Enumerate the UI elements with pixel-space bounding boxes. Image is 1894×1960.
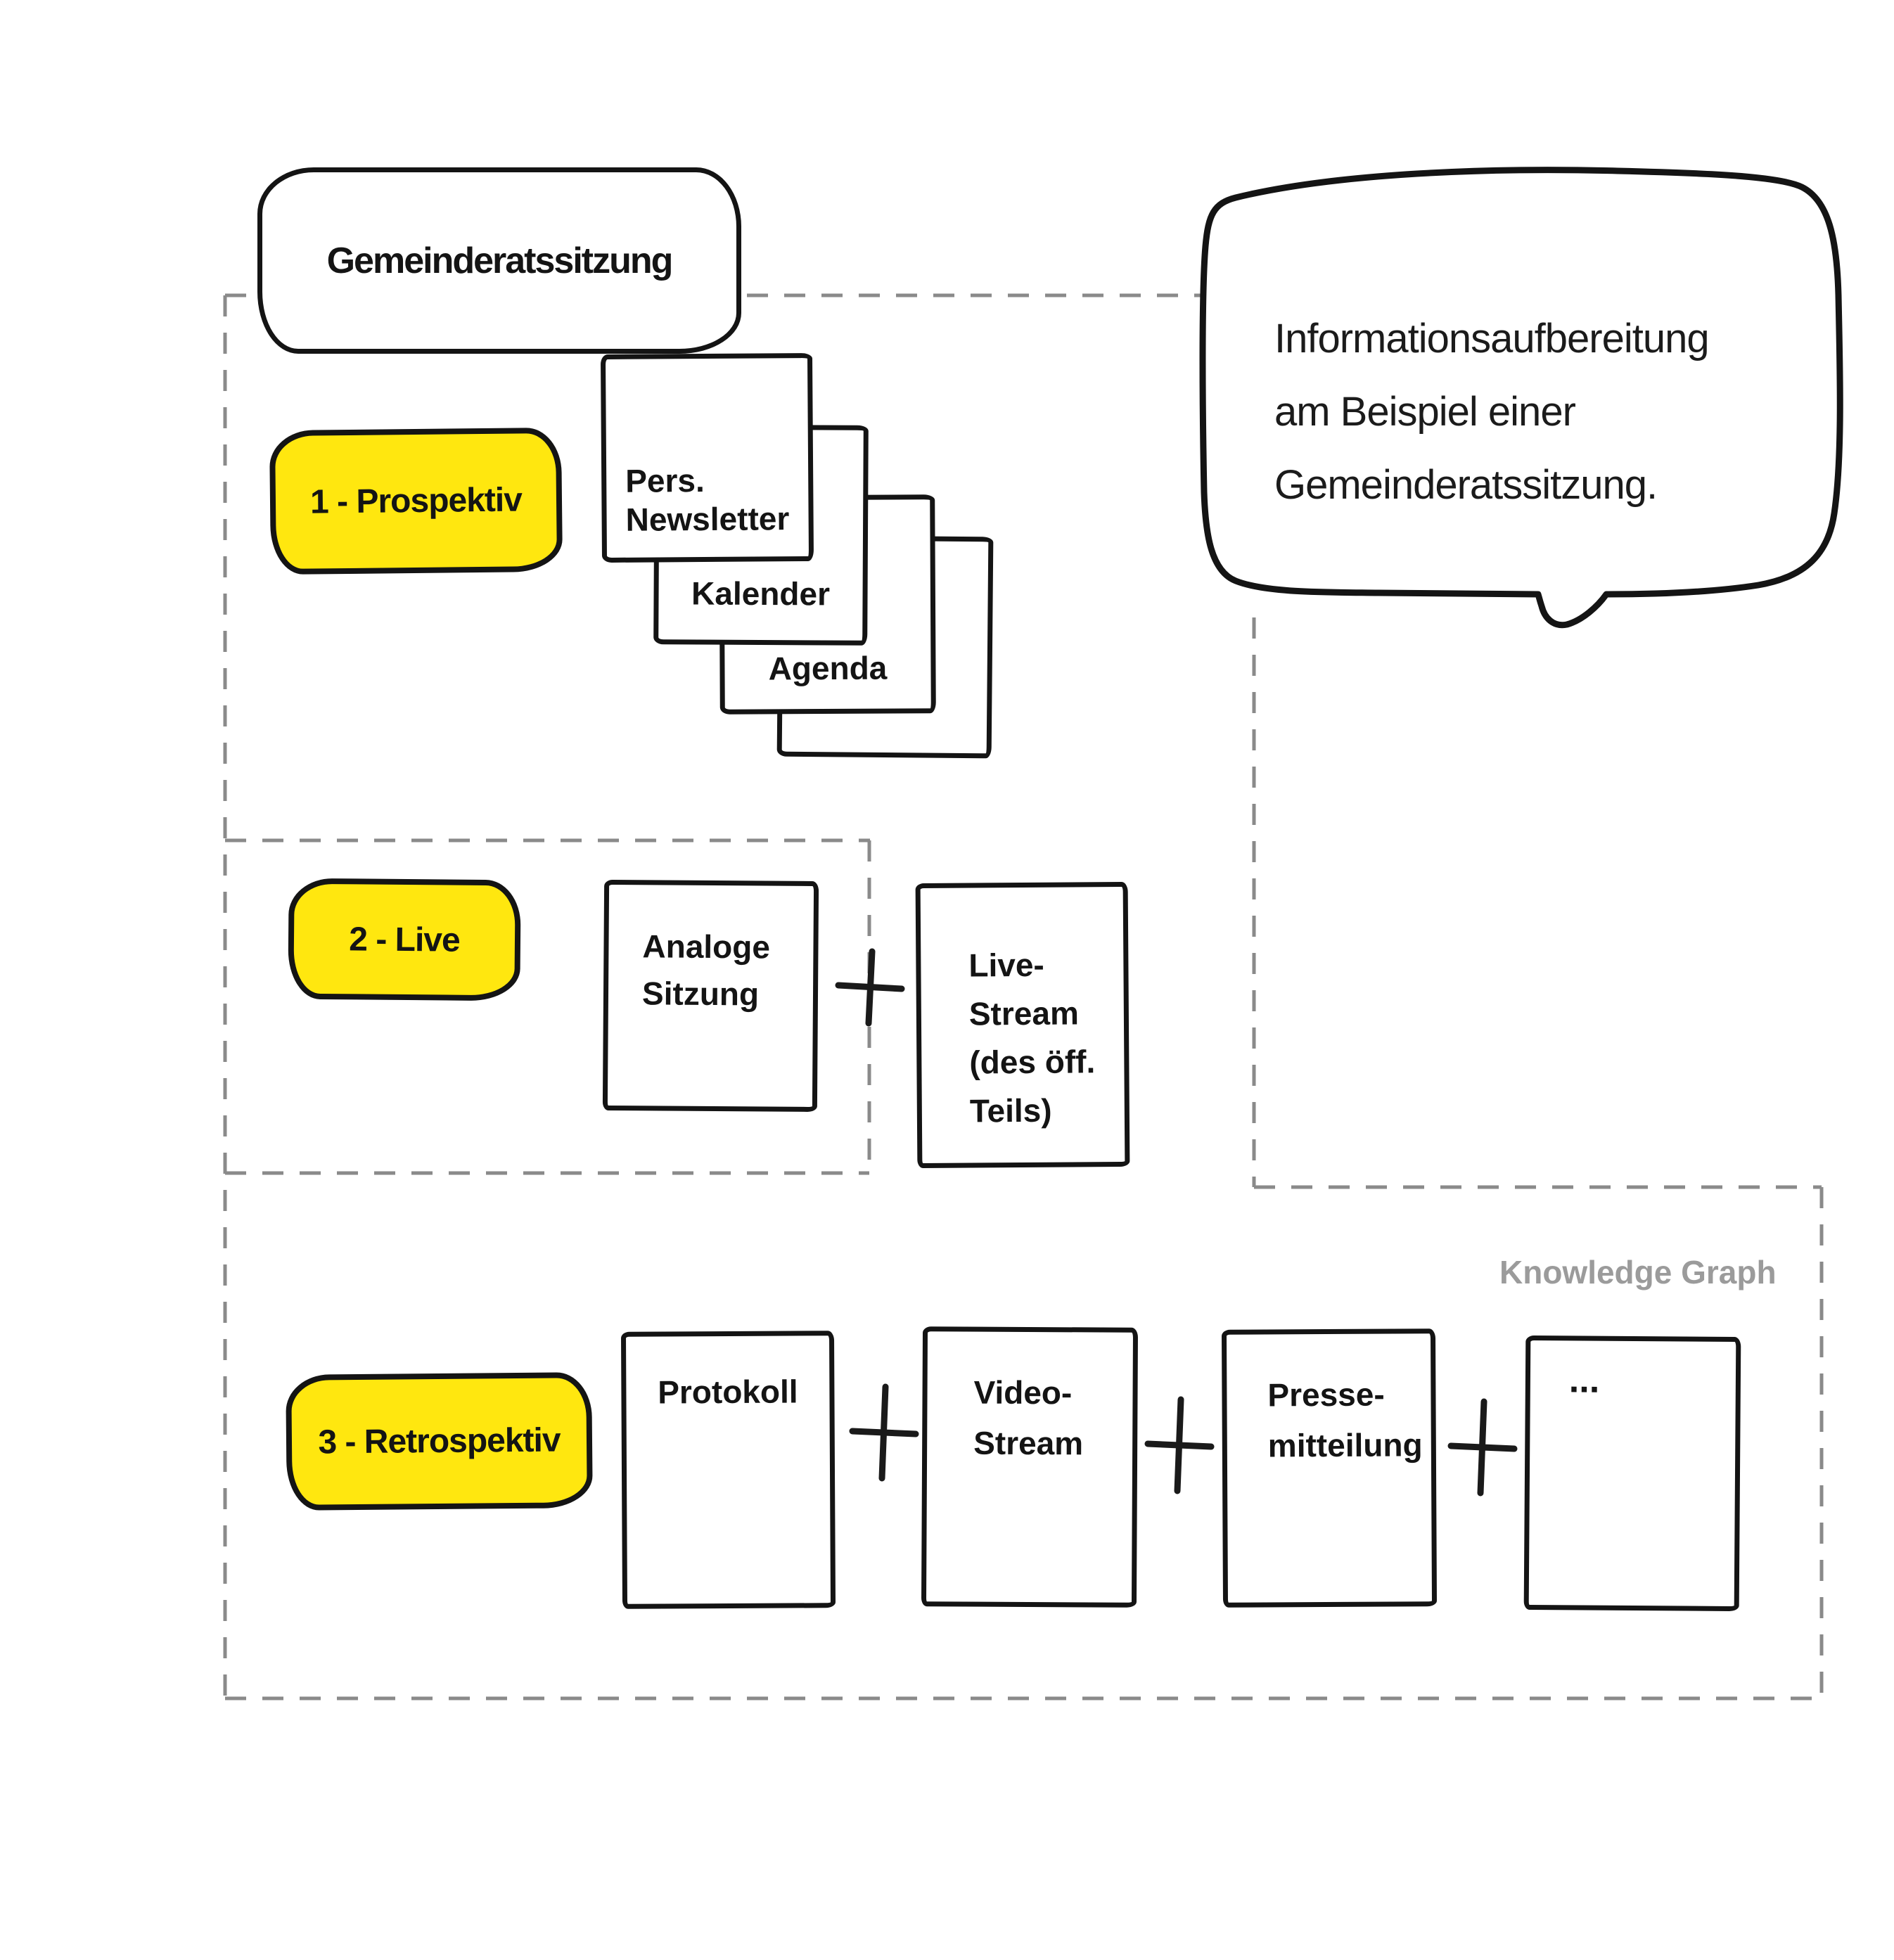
box-video-stream: Video- Stream: [921, 1326, 1139, 1608]
card-pers-newsletter: Pers. Newsletter: [600, 352, 814, 563]
box-analoge-sitzung: Analoge Sitzung: [602, 879, 819, 1113]
knowledge-graph-label: Knowledge Graph: [1499, 1254, 1777, 1290]
speech-bubble-text: Informationsaufbereitung am Beispiel ein…: [1274, 316, 1710, 508]
box-pressemitteilung-label: Presse- mitteilung: [1267, 1376, 1423, 1464]
box-more: ...: [1523, 1335, 1741, 1612]
box-analoge-sitzung-label: Analoge Sitzung: [641, 928, 771, 1013]
plus-icon: [1144, 1396, 1215, 1494]
card-agenda-label: Agenda: [768, 649, 888, 687]
box-protokoll: Protokoll: [620, 1331, 836, 1609]
box-live-stream-label: Live- Stream (des öff. Teils): [968, 946, 1096, 1129]
phase1-label-pill: 1 - Prospektiv: [269, 427, 563, 575]
card-pers-newsletter-label: Pers. Newsletter: [625, 462, 790, 538]
phase1-label: 1 - Prospektiv: [309, 481, 523, 521]
meeting-label: Gemeinderatssitzung: [326, 240, 674, 281]
phase2-label: 2 - Live: [349, 920, 460, 959]
plus-icon: [849, 1383, 919, 1482]
card-kalender-label: Kalender: [691, 575, 831, 613]
phase2-label-pill: 2 - Live: [288, 878, 521, 1001]
phase3-label: 3 - Retrospektiv: [318, 1421, 561, 1461]
box-live-stream: Live- Stream (des öff. Teils): [915, 881, 1130, 1169]
phase3-label-pill: 3 - Retrospektiv: [286, 1372, 593, 1511]
box-pressemitteilung: Presse- mitteilung: [1221, 1328, 1438, 1608]
box-protokoll-label: Protokoll: [658, 1373, 798, 1411]
box-video-stream-label: Video- Stream: [973, 1373, 1084, 1462]
plus-icon: [835, 948, 905, 1027]
meeting-node: Gemeinderatssitzung: [257, 167, 741, 354]
plus-icon: [1447, 1398, 1518, 1497]
box-more-label: ...: [1568, 1359, 1600, 1401]
